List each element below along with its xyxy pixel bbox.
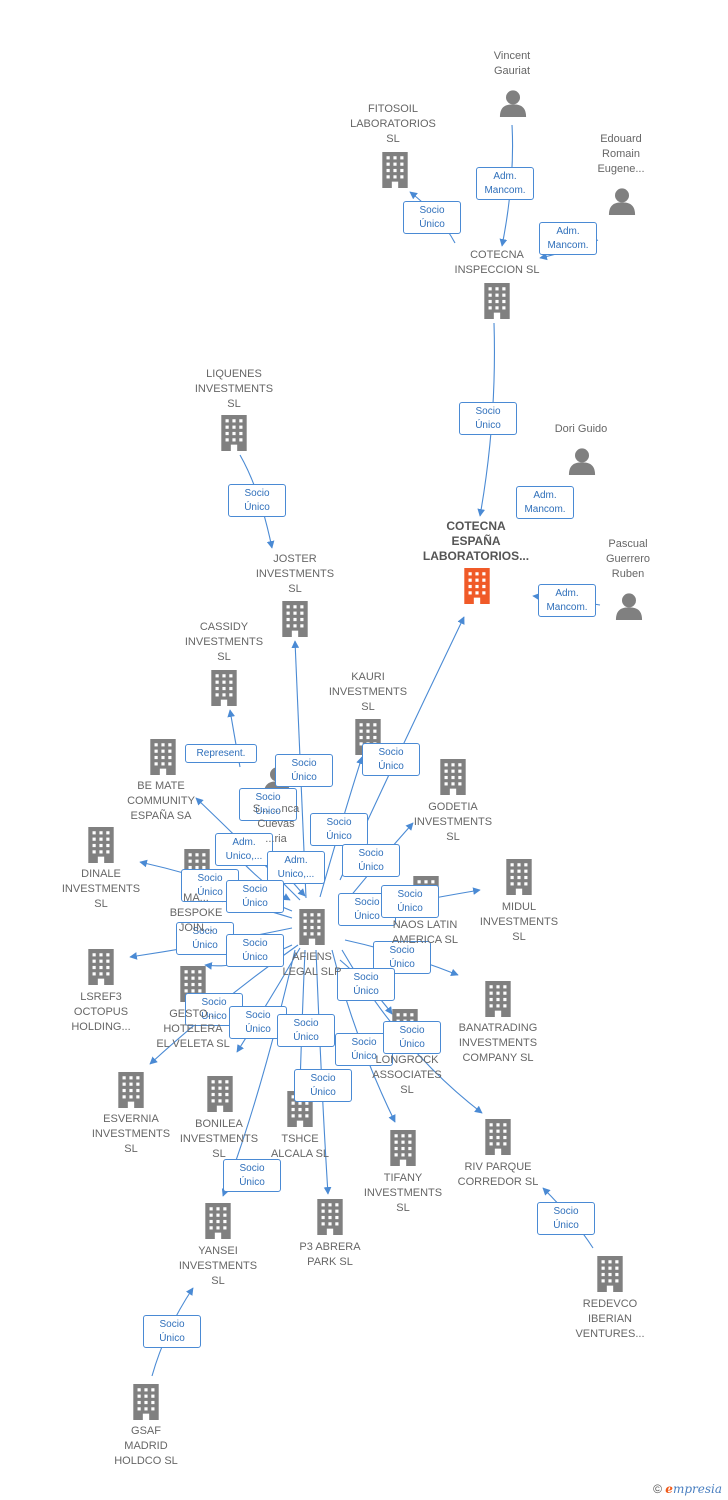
relation-label[interactable]: Adm. Mancom. [539, 221, 597, 255]
building-icon-afiens[interactable] [299, 909, 325, 945]
building-icon-banatrading[interactable] [485, 981, 511, 1017]
node-label-yansei[interactable]: YANSEI INVESTMENTS SL [178, 1245, 258, 1287]
relation-label[interactable]: Socio Único [226, 933, 284, 967]
relation-label[interactable]: Adm. Unico,... [215, 832, 273, 866]
relation-label[interactable]: Socio Único [459, 401, 517, 435]
building-icon-tifany[interactable] [390, 1130, 416, 1166]
building-icon-bonilea[interactable] [207, 1076, 233, 1112]
building-icon-godetia[interactable] [440, 759, 466, 795]
building-icon-gsaf[interactable] [133, 1384, 159, 1420]
node-label-liquenes[interactable]: LIQUENES INVESTMENTS SL [194, 368, 274, 410]
building-icon-dinale[interactable] [88, 827, 114, 863]
node-label-bonilea[interactable]: BONILEA INVESTMENTS SL [179, 1118, 259, 1160]
relation-label[interactable]: Socio Único [342, 843, 400, 877]
node-label-tshce[interactable]: TSHCE ALCALA SL [270, 1133, 330, 1160]
node-label-tifany[interactable]: TIFANY INVESTMENTS SL [363, 1172, 443, 1214]
relation-label[interactable]: Socio Único [239, 787, 297, 821]
building-icon-bemate[interactable] [150, 739, 176, 775]
node-label-vincent[interactable]: Vincent Gauriat [493, 50, 531, 77]
relation-label[interactable]: Socio Único [275, 753, 333, 787]
relation-label[interactable]: Socio Único [294, 1068, 352, 1102]
relation-label[interactable]: Adm. Mancom. [538, 583, 596, 617]
node-label-kauri[interactable]: KAURI INVESTMENTS SL [328, 671, 408, 713]
building-icon-cotecna_esp[interactable] [464, 568, 490, 604]
relation-label[interactable]: Represent. [185, 743, 257, 763]
node-label-joster[interactable]: JOSTER INVESTMENTS SL [255, 553, 335, 595]
person-icon-edouard[interactable] [608, 188, 636, 215]
relation-label[interactable]: Socio Único [537, 1201, 595, 1235]
node-label-cassidy[interactable]: CASSIDY INVESTMENTS SL [184, 621, 264, 663]
relation-label[interactable]: Socio Único [383, 1020, 441, 1054]
node-label-banatrading[interactable]: BANATRADING INVESTMENTS COMPANY SL [458, 1022, 538, 1064]
relation-label[interactable]: Socio Único [381, 884, 439, 918]
relation-label[interactable]: Socio Único [310, 812, 368, 846]
relation-label[interactable]: Adm. Mancom. [516, 485, 574, 519]
node-label-cotecna_esp[interactable]: COTECNA ESPAÑA LABORATORIOS... [422, 519, 530, 563]
node-label-dori[interactable]: Dori Guido [554, 423, 608, 435]
node-label-edouard[interactable]: Edouard Romain Eugene... [597, 133, 645, 175]
relation-label[interactable]: Socio Único [223, 1158, 281, 1192]
relation-label[interactable]: Adm. Mancom. [476, 166, 534, 200]
node-label-gsaf[interactable]: GSAF MADRID HOLDCO SL [114, 1425, 178, 1467]
edge-salvador-cassidy [227, 709, 241, 768]
node-label-salvador[interactable]: S... ...nca Cuevas ...ria [252, 803, 300, 845]
node-label-midul[interactable]: MIDUL INVESTMENTS SL [479, 901, 559, 943]
node-label-rivparque[interactable]: RIV PARQUE CORREDOR SL [457, 1161, 539, 1188]
node-label-cotecna_insp[interactable]: COTECNA INSPECCION SL [454, 249, 540, 276]
building-icon-lsref3[interactable] [88, 949, 114, 985]
building-icon-midul[interactable] [506, 859, 532, 895]
relation-label[interactable]: Socio Único [176, 921, 234, 955]
relation-label[interactable]: Socio Único [228, 483, 286, 517]
node-label-p3abrera[interactable]: P3 ABRERA PARK SL [299, 1241, 361, 1268]
node-label-longrock[interactable]: LONGROCK ASSOCIATES SL [372, 1054, 442, 1096]
building-icon-yansei[interactable] [205, 1203, 231, 1239]
building-icon-cassidy[interactable] [211, 670, 237, 706]
node-label-bemate[interactable]: BE MATE COMMUNITY ESPAÑA SA [127, 780, 195, 822]
node-label-gestora[interactable]: GESTO... HOTELERA EL VELETA SL [156, 1008, 230, 1050]
building-icon-cotecna_insp[interactable] [484, 283, 510, 319]
node-label-fitosoil[interactable]: FITOSOIL LABORATORIOS SL [350, 103, 436, 145]
building-icon-redevco[interactable] [597, 1256, 623, 1292]
node-label-godetia[interactable]: GODETIA INVESTMENTS SL [413, 801, 493, 843]
node-label-afiens[interactable]: AFIENS LEGAL SLP [282, 951, 342, 978]
node-label-pascual[interactable]: Pascual Guerrero Ruben [605, 538, 651, 580]
node-label-dinale[interactable]: DINALE INVESTMENTS SL [61, 868, 141, 910]
relation-label[interactable]: Adm. Unico,... [267, 850, 325, 884]
relation-label[interactable]: Socio Único [277, 1013, 335, 1047]
node-label-esvernia[interactable]: ESVERNIA INVESTMENTS SL [91, 1113, 171, 1155]
person-icon-pascual[interactable] [615, 593, 643, 620]
relation-label[interactable]: Socio Único [362, 742, 420, 776]
node-label-naos[interactable]: NAOS LATIN AMERICA SL [391, 919, 459, 946]
building-icon-esvernia[interactable] [118, 1072, 144, 1108]
building-icon-rivparque[interactable] [485, 1119, 511, 1155]
empresia-logo: empresia [665, 1482, 722, 1496]
node-label-lsref3[interactable]: LSREF3 OCTOPUS HOLDING... [71, 991, 131, 1033]
building-icon-liquenes[interactable] [221, 415, 247, 451]
building-icon-fitosoil[interactable] [382, 152, 408, 188]
relation-label[interactable]: Socio Único [226, 879, 284, 913]
relation-label[interactable]: Socio Único [403, 200, 461, 234]
node-label-bespoke[interactable]: MA... BESPOKE JOIN... [169, 892, 223, 934]
node-label-redevco[interactable]: REDEVCO IBERIAN VENTURES... [575, 1298, 645, 1340]
person-icon-dori[interactable] [568, 448, 596, 475]
copyright-icon: © [653, 1482, 662, 1496]
relation-label[interactable]: Socio Único [143, 1314, 201, 1348]
person-icon-vincent[interactable] [499, 90, 527, 117]
footer-brand[interactable]: © empresia [653, 1482, 722, 1496]
relation-label[interactable]: Socio Único [337, 967, 395, 1001]
